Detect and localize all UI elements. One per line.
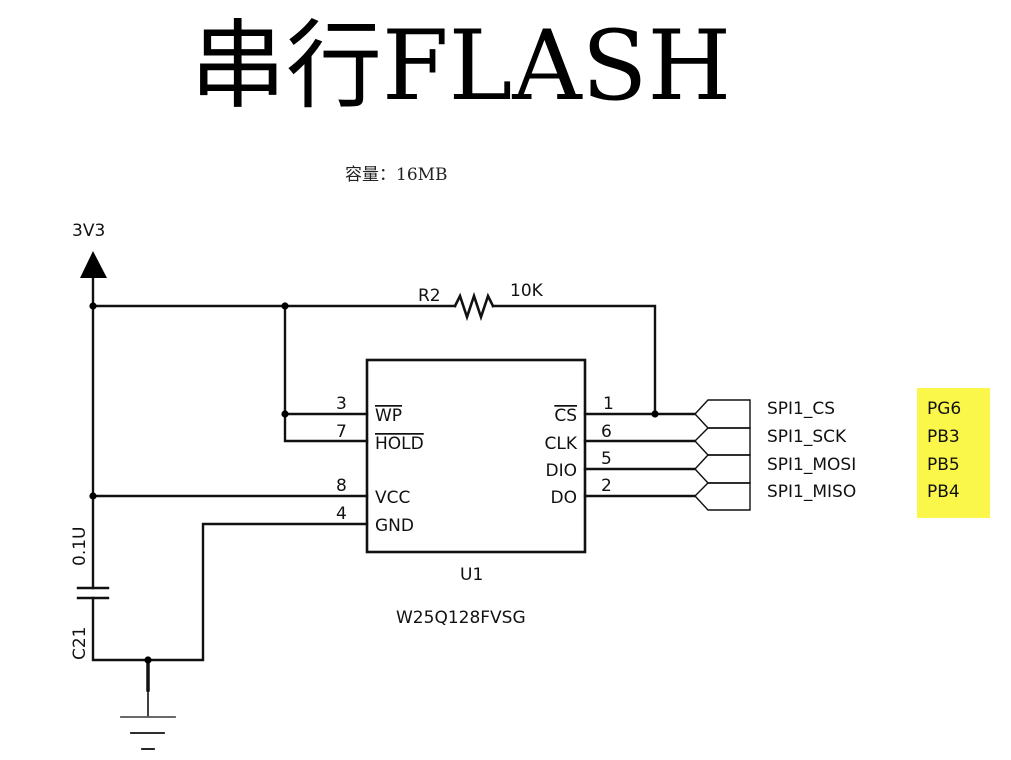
pin-number-5: 5 <box>601 449 612 469</box>
junction-dot <box>144 656 152 664</box>
mcu-pin: PB4 <box>927 482 960 502</box>
capacity-label: 容量：16MB <box>345 165 448 185</box>
pin-name-hold: HOLD <box>375 434 424 454</box>
pin-name-gnd: GND <box>375 516 414 536</box>
power-arrow-icon <box>80 251 107 278</box>
junction-dot <box>651 410 659 418</box>
net-flag-spi1-cs <box>694 399 751 429</box>
junction-dot <box>281 410 289 418</box>
pin-number-3: 3 <box>336 394 347 414</box>
wp-hold-tie-wire <box>283 304 369 443</box>
resistor-value: 10K <box>510 281 544 301</box>
pin-number-7: 7 <box>336 422 347 442</box>
net-flag-spi1-miso <box>694 482 751 511</box>
net-name: SPI1_SCK <box>767 427 847 447</box>
top-wire-right <box>491 304 657 416</box>
net-name: SPI1_MISO <box>767 482 856 502</box>
ic-part-number: W25Q128FVSG <box>396 608 526 628</box>
pin-number-6: 6 <box>601 422 612 442</box>
pin-number-4: 4 <box>336 504 347 524</box>
pin-name-clk: CLK <box>545 434 578 454</box>
mcu-pin: PB3 <box>927 427 960 447</box>
gnd-wire <box>91 522 369 662</box>
pin-number-8: 8 <box>336 476 347 496</box>
junction-dot <box>89 492 97 500</box>
pin-name-wp: WP <box>375 406 402 426</box>
pin-name-cs: CS <box>554 406 577 426</box>
resistor-ref: R2 <box>418 286 441 306</box>
net-flag-spi1-mosi <box>694 454 751 484</box>
capacitor-value: 0.1U <box>70 527 90 566</box>
pin-name-vcc: VCC <box>375 488 410 508</box>
ic-ref: U1 <box>460 565 483 585</box>
page-title: 串行FLASH <box>190 10 732 122</box>
power-label: 3V3 <box>72 221 105 241</box>
pin-name-do: DO <box>551 488 577 508</box>
mcu-pin: PG6 <box>927 399 961 419</box>
mcu-pin-highlight <box>917 388 990 518</box>
resistor-r2-symbol <box>453 291 495 322</box>
pin-number-2: 2 <box>601 476 612 496</box>
ic-u1-body <box>365 358 587 554</box>
junction-dot <box>281 302 289 310</box>
pin-number-1: 1 <box>603 394 614 414</box>
junction-dot <box>89 302 97 310</box>
net-name: SPI1_MOSI <box>767 455 856 475</box>
net-flag-spi1-sck <box>694 427 751 456</box>
capacitor-ref: C21 <box>70 626 90 660</box>
mcu-pin: PB5 <box>927 455 960 475</box>
pin-name-dio: DIO <box>546 461 578 481</box>
net-name: SPI1_CS <box>767 399 835 419</box>
